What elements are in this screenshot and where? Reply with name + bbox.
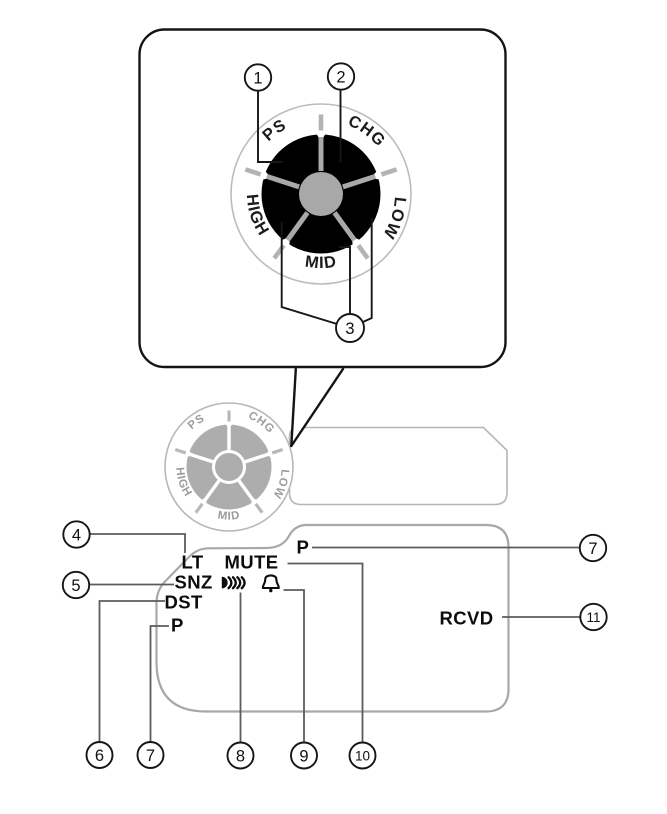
callout-11-number: 11 xyxy=(586,610,600,625)
callout-6-circle xyxy=(85,741,114,769)
callout-3-circle xyxy=(335,313,365,343)
display-label-p-left: P xyxy=(171,615,184,636)
dial-spoke xyxy=(266,174,300,190)
callout-4-circle xyxy=(62,520,91,549)
callout-6-number: 6 xyxy=(95,747,104,765)
display-label-mute: MUTE xyxy=(225,552,279,573)
callout-2-circle xyxy=(326,62,356,91)
callout-3-number: 3 xyxy=(345,320,354,338)
callout-8-number: 8 xyxy=(236,747,245,765)
dial-spoke xyxy=(237,479,255,501)
pointer-edges xyxy=(290,367,345,448)
callout-7-right-number: 7 xyxy=(588,540,597,558)
callout-5: 5 xyxy=(61,570,91,600)
callout-7-bottom-number: 7 xyxy=(146,747,155,765)
display-panel-outline xyxy=(155,523,510,713)
callout-8-circle xyxy=(226,741,255,770)
display-label-rcvd: RCVD xyxy=(440,608,494,629)
callout-5-circle xyxy=(61,570,91,600)
callout-1-circle xyxy=(243,63,273,92)
callout-9: 9 xyxy=(290,741,318,770)
callout-9-number: 9 xyxy=(299,747,308,765)
device-dial-center-hub xyxy=(212,450,246,484)
callout-4: 4 xyxy=(62,520,91,549)
dial-spoke xyxy=(203,479,221,501)
device-dial-label-mid: MID xyxy=(217,510,241,523)
device-button-outline xyxy=(288,426,508,506)
callout-7-bottom-circle xyxy=(136,741,165,769)
leader-line-7-left xyxy=(149,625,169,742)
callout-10-number: 10 xyxy=(355,748,370,763)
callout-8: 8 xyxy=(226,741,255,770)
dial-tick xyxy=(380,167,398,177)
callout-2-number: 2 xyxy=(336,68,345,86)
callout-3: 3 xyxy=(335,313,365,343)
callout-2: 2 xyxy=(326,62,356,91)
device-dial-spokes xyxy=(186,423,272,505)
device-dial: PS CHG LOW HIGH MID xyxy=(164,402,294,532)
dial-tick xyxy=(244,167,262,177)
dial-tick xyxy=(254,502,264,514)
callout-5-number: 5 xyxy=(71,577,80,595)
callout-11-circle xyxy=(579,602,608,632)
leader-line-3a xyxy=(280,222,337,325)
callout-9-circle xyxy=(290,741,318,770)
dial-tick xyxy=(356,244,370,260)
dial-tick xyxy=(271,448,284,455)
dial-spoke xyxy=(189,452,214,464)
leader-line-3b xyxy=(339,246,351,314)
snooze-sound-icon xyxy=(221,576,246,590)
display-label-snz: SNZ xyxy=(175,572,213,593)
callout-11: 11 xyxy=(579,602,608,632)
device-dial-ticks xyxy=(174,410,284,514)
alarm-bell-icon xyxy=(261,574,280,593)
dial-spoke xyxy=(342,174,376,190)
callout-box-pointer xyxy=(290,367,345,448)
callout-10-circle xyxy=(348,741,377,770)
leader-line-1 xyxy=(257,90,283,163)
display-label-lt: LT xyxy=(182,552,204,573)
callout-6: 6 xyxy=(85,741,114,769)
callout-7-right: 7 xyxy=(578,533,608,563)
callout-1: 1 xyxy=(243,63,273,92)
dial-tick xyxy=(174,448,187,455)
leader-line-10 xyxy=(287,562,364,743)
callout-1-number: 1 xyxy=(253,69,262,87)
callout-4-number: 4 xyxy=(72,526,81,544)
magnified-dial: PS CHG LOW HIGH MID xyxy=(230,103,412,285)
dial-spokes xyxy=(261,133,381,247)
dial-center-hub xyxy=(299,172,343,216)
callout-10: 10 xyxy=(348,741,377,770)
display-label-dst: DST xyxy=(165,592,203,613)
leader-line-9 xyxy=(283,589,305,743)
dial-tick xyxy=(194,502,204,514)
callout-7-right-circle xyxy=(578,533,608,563)
leader-line-6 xyxy=(98,600,165,742)
dial-spoke xyxy=(332,211,357,242)
leader-line-3c xyxy=(362,218,373,323)
display-label-p-top: P xyxy=(297,537,310,558)
leader-line-4 xyxy=(90,533,186,553)
callout-7-bottom: 7 xyxy=(136,741,165,769)
dial-label-mid: MID xyxy=(304,253,338,273)
dial-spoke xyxy=(285,211,310,242)
dial-spoke xyxy=(244,452,269,464)
